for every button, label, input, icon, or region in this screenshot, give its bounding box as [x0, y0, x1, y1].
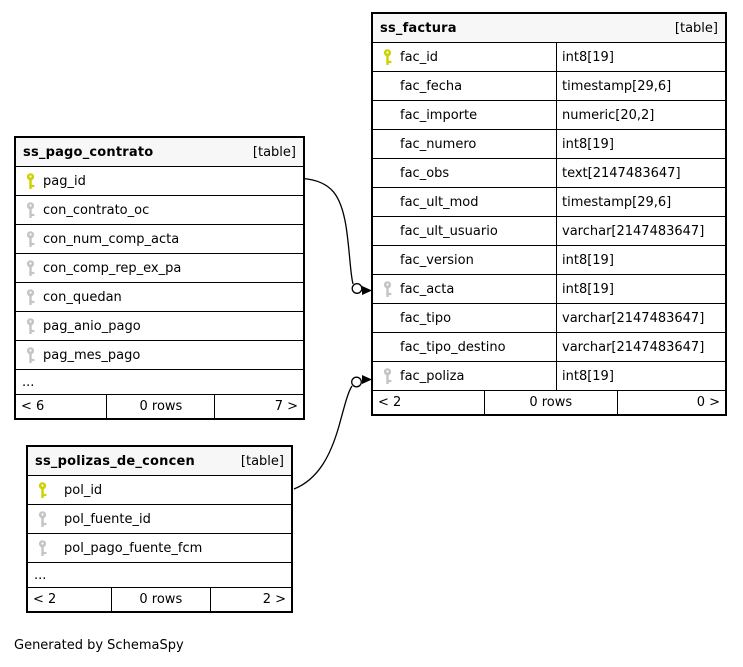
column-row-fac_id: fac_id int8[19]	[373, 43, 725, 72]
column-name: fac_numero	[400, 136, 477, 152]
column-row-con_contrato_oc: con_contrato_oc	[16, 196, 303, 225]
column-name: con_num_comp_acta	[43, 231, 180, 247]
column-name: fac_version	[400, 252, 474, 268]
column-type: varchar[2147483647]	[562, 339, 705, 355]
foreign-key-icon	[25, 289, 36, 306]
column-row-pag_mes_pago: pag_mes_pago	[16, 341, 303, 370]
pager-left-count: < 6	[21, 399, 45, 414]
column-row-fac_ult_mod: fac_ult_mod timestamp[29,6]	[373, 188, 725, 217]
column-name: pol_fuente_id	[64, 511, 151, 527]
table-pager: < 2 0 rows 0 >	[373, 391, 725, 414]
column-type: int8[19]	[562, 252, 614, 268]
column-type: timestamp[29,6]	[562, 194, 672, 210]
pager-right-count: 7 >	[274, 399, 298, 414]
column-type: numeric[20,2]	[562, 107, 655, 123]
column-row-pag_id: pag_id	[16, 167, 303, 196]
column-row-fac_ult_usuario: fac_ult_usuario varchar[2147483647]	[373, 217, 725, 246]
foreign-key-icon	[382, 368, 393, 385]
column-type: int8[19]	[562, 281, 614, 297]
column-name: pag_id	[43, 173, 86, 189]
table-ss-pago-contrato[interactable]: ss_pago_contrato [table] pag_id con_cont…	[14, 136, 305, 420]
column-type: varchar[2147483647]	[562, 223, 705, 239]
column-row-pag_anio_pago: pag_anio_pago	[16, 312, 303, 341]
table-header[interactable]: ss_factura [table]	[373, 14, 725, 43]
pager-row-count: 0 rows	[110, 588, 211, 611]
column-name: pol_pago_fuente_fcm	[64, 540, 203, 556]
relationship-pago-factura	[302, 177, 372, 295]
hidden-columns-ellipsis: ...	[28, 563, 291, 588]
primary-key-icon	[37, 482, 48, 499]
column-row-fac_importe: fac_importe numeric[20,2]	[373, 101, 725, 130]
primary-key-icon	[382, 49, 393, 66]
column-name: fac_importe	[400, 107, 478, 123]
pager-left-count: < 2	[33, 592, 57, 607]
table-name[interactable]: ss_factura	[380, 20, 457, 36]
column-type: int8[19]	[562, 368, 614, 384]
pager-row-count: 0 rows	[483, 391, 618, 414]
column-row-con_comp_rep_ex_pa: con_comp_rep_ex_pa	[16, 254, 303, 283]
column-name: pag_anio_pago	[43, 318, 141, 334]
foreign-key-icon	[25, 231, 36, 248]
column-row-pol_id: pol_id	[28, 476, 291, 505]
column-type: int8[19]	[562, 136, 614, 152]
column-row-fac_obs: fac_obs text[2147483647]	[373, 159, 725, 188]
column-name: fac_ult_usuario	[400, 223, 498, 239]
column-name: pag_mes_pago	[43, 347, 141, 363]
hidden-columns-ellipsis: ...	[16, 370, 303, 395]
column-name: fac_ult_mod	[400, 194, 479, 210]
column-name: fac_fecha	[400, 78, 463, 94]
table-ss-polizas-de-concen[interactable]: ss_polizas_de_concen [table] pol_id pol_…	[26, 445, 293, 613]
foreign-key-icon	[25, 347, 36, 364]
column-name: con_comp_rep_ex_pa	[43, 260, 182, 276]
table-ss-factura[interactable]: ss_factura [table] fac_id int8[19] fac_f…	[371, 12, 727, 416]
generated-by-credit: Generated by SchemaSpy	[14, 638, 184, 653]
column-row-con_num_comp_acta: con_num_comp_acta	[16, 225, 303, 254]
table-header[interactable]: ss_pago_contrato [table]	[16, 138, 303, 167]
column-row-fac_version: fac_version int8[19]	[373, 246, 725, 275]
column-type: timestamp[29,6]	[562, 78, 672, 94]
pager-right-count: 2 >	[262, 592, 286, 607]
column-name: fac_tipo_destino	[400, 339, 506, 355]
column-name: fac_tipo	[400, 310, 452, 326]
column-row-pol_pago_fuente_fcm: pol_pago_fuente_fcm	[28, 534, 291, 563]
foreign-key-icon	[25, 202, 36, 219]
table-tag: [table]	[252, 144, 296, 160]
column-row-con_quedan: con_quedan	[16, 283, 303, 312]
column-name: con_quedan	[43, 289, 122, 305]
primary-key-icon	[25, 173, 36, 190]
column-name: fac_acta	[400, 281, 455, 297]
table-name[interactable]: ss_polizas_de_concen	[35, 453, 195, 469]
column-row-fac_acta: fac_acta int8[19]	[373, 275, 725, 304]
column-name: con_contrato_oc	[43, 202, 150, 218]
column-type: text[2147483647]	[562, 165, 681, 181]
pager-row-count: 0 rows	[106, 395, 216, 418]
column-name: pol_id	[64, 482, 103, 498]
column-name: fac_obs	[400, 165, 450, 181]
column-row-fac_numero: fac_numero int8[19]	[373, 130, 725, 159]
foreign-key-icon	[25, 260, 36, 277]
table-pager: < 6 0 rows 7 >	[16, 395, 303, 418]
column-type: int8[19]	[562, 49, 614, 65]
foreign-key-icon	[25, 318, 36, 335]
column-name: fac_poliza	[400, 368, 465, 384]
column-row-fac_fecha: fac_fecha timestamp[29,6]	[373, 72, 725, 101]
table-tag: [table]	[240, 453, 284, 469]
pager-right-count: 0 >	[696, 395, 720, 410]
table-tag: [table]	[674, 20, 718, 36]
column-row-fac_tipo_destino: fac_tipo_destino varchar[2147483647]	[373, 333, 725, 362]
foreign-key-icon	[37, 540, 48, 557]
table-header[interactable]: ss_polizas_de_concen [table]	[28, 447, 291, 476]
foreign-key-icon	[37, 511, 48, 528]
column-row-fac_tipo: fac_tipo varchar[2147483647]	[373, 304, 725, 333]
column-row-fac_poliza: fac_poliza int8[19]	[373, 362, 725, 391]
pager-left-count: < 2	[378, 395, 402, 410]
table-pager: < 2 0 rows 2 >	[28, 588, 291, 611]
column-type: varchar[2147483647]	[562, 310, 705, 326]
foreign-key-icon	[382, 281, 393, 298]
column-name: fac_id	[400, 49, 439, 65]
column-row-pol_fuente_id: pol_fuente_id	[28, 505, 291, 534]
table-name[interactable]: ss_pago_contrato	[23, 144, 154, 160]
relationship-polizas-factura	[293, 375, 372, 490]
